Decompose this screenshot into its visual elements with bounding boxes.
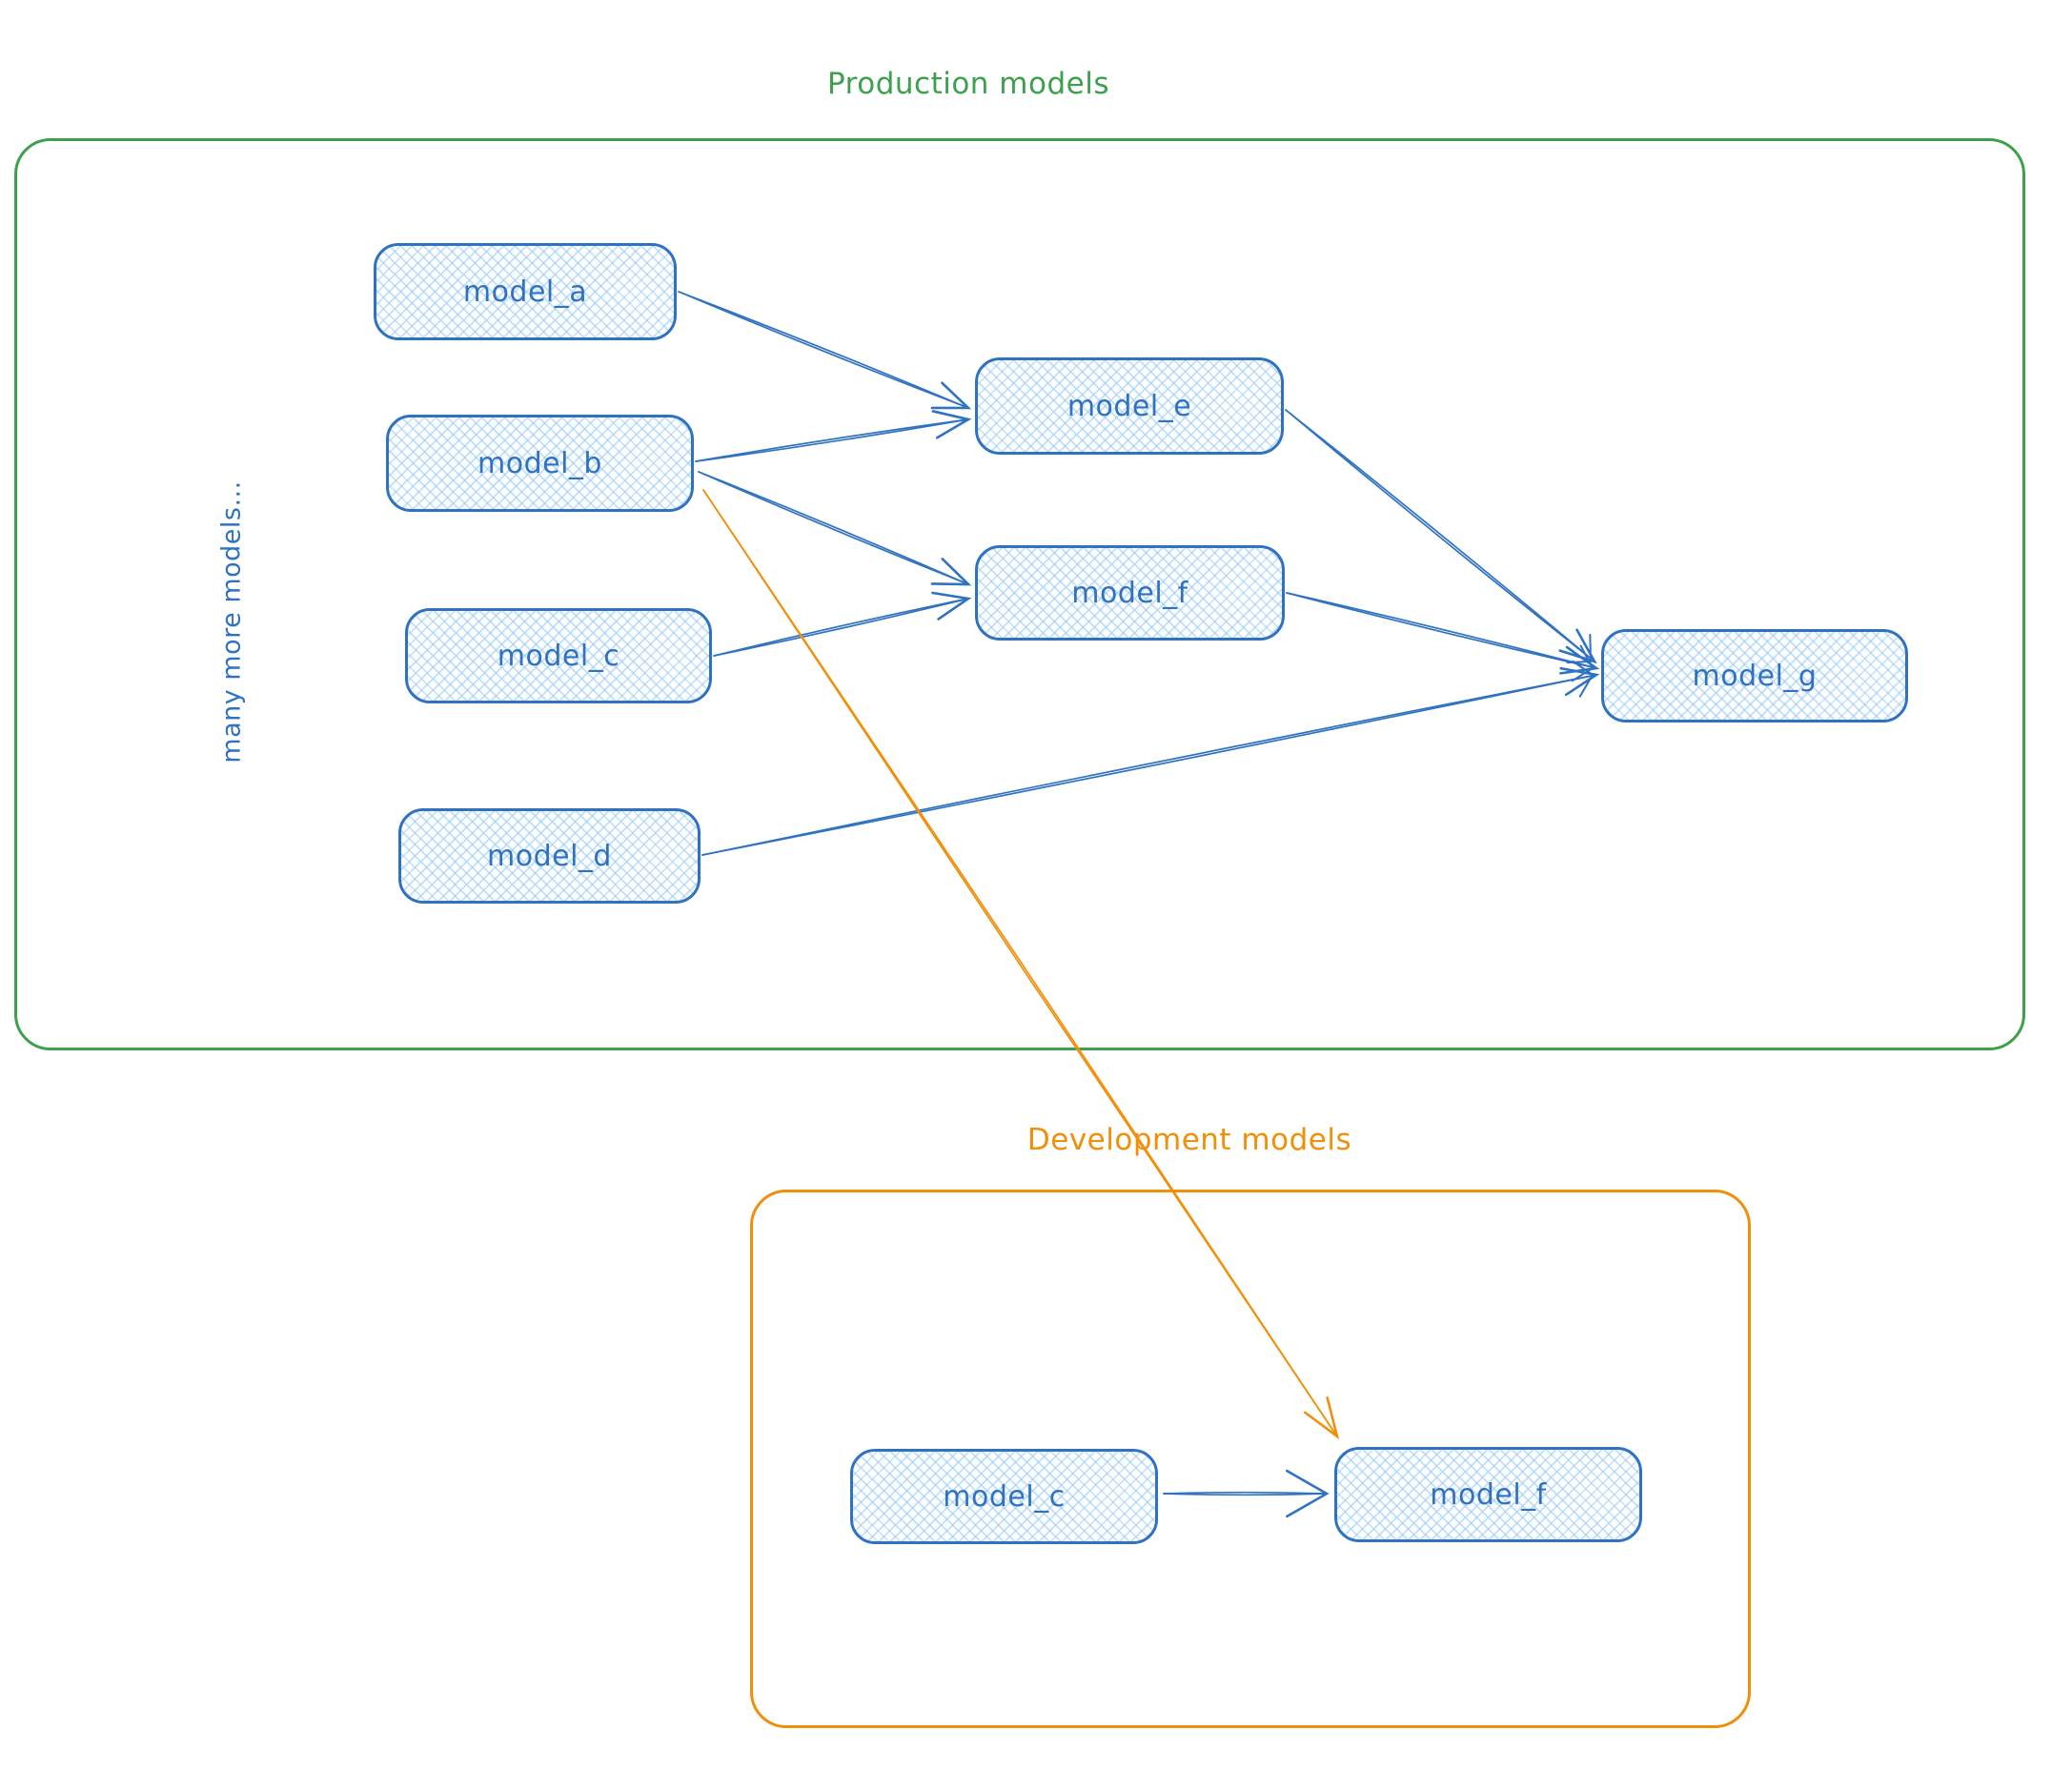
node-model-g: model_g — [1601, 629, 1908, 723]
node-model-c: model_c — [405, 608, 712, 703]
node-dev-model-f: model_f — [1334, 1447, 1642, 1542]
node-dev-model-c: model_c — [850, 1449, 1158, 1544]
node-model-a: model_a — [374, 243, 677, 340]
node-model-b: model_b — [386, 415, 694, 512]
development-group-title: Development models — [1026, 1123, 1352, 1157]
node-model-e: model_e — [975, 357, 1284, 455]
node-model-d: model_d — [398, 808, 701, 904]
node-model-f: model_f — [975, 545, 1285, 641]
production-group-title: Production models — [827, 67, 1109, 101]
many-more-models-label: many more models... — [216, 480, 247, 763]
